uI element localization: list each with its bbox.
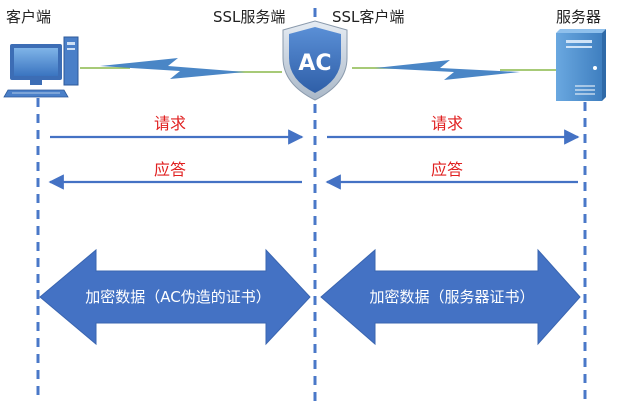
node-label-client: 客户端	[6, 8, 51, 26]
lightning-left	[100, 58, 245, 79]
computer-icon	[3, 36, 79, 98]
request-label-right: 请求	[431, 114, 463, 133]
encrypted-channel-right-arrow	[320, 248, 581, 346]
ac-badge-label: AC	[298, 51, 331, 76]
node-label-ssl-server: SSL服务端	[213, 8, 285, 26]
response-label-left: 应答	[154, 160, 186, 179]
encrypted-channel-left-label: 加密数据（AC伪造的证书）	[85, 288, 270, 306]
server-icon	[556, 29, 606, 101]
request-label-left: 请求	[154, 114, 186, 133]
response-label-right: 应答	[431, 160, 463, 179]
encrypted-channel-left-arrow	[39, 248, 311, 346]
lightning-right	[375, 60, 520, 80]
node-label-ssl-client: SSL客户端	[332, 8, 404, 26]
node-label-server: 服务器	[556, 8, 601, 26]
encrypted-channel-right-label: 加密数据（服务器证书）	[369, 288, 534, 306]
shield-icon: AC	[282, 20, 348, 101]
